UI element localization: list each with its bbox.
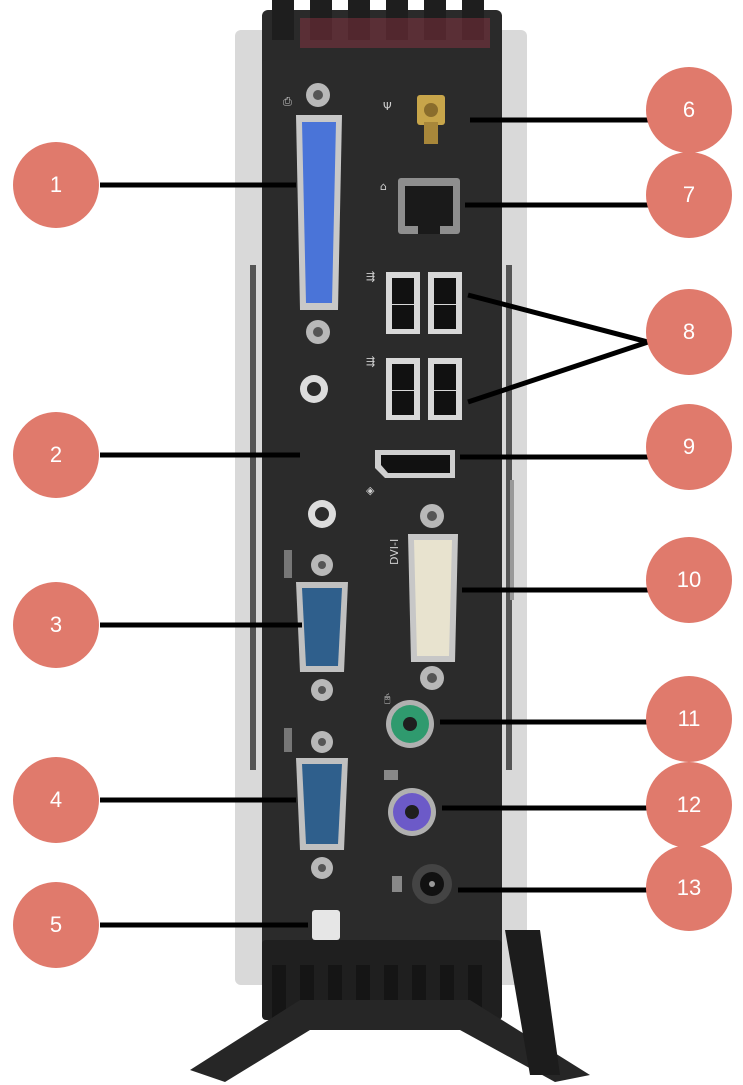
ps2-mouse-port (386, 700, 434, 748)
usb-ports (386, 272, 462, 420)
pointer-8b (467, 339, 649, 405)
top-heatsink-accent (300, 18, 490, 48)
serial-icon-2 (284, 728, 292, 752)
serial-port-2 (296, 554, 348, 701)
usb-icon: ⇶ (366, 270, 375, 283)
callout-1: 1 (13, 142, 99, 228)
mouse-icon: 🖰 (384, 692, 391, 705)
antenna-connector (417, 95, 445, 144)
dc-power-jack (412, 864, 452, 904)
dvi-label: DVI-I (388, 539, 401, 565)
displayport-icon: ◈ (366, 484, 375, 497)
usb-icon-2: ⇶ (366, 355, 375, 368)
callout-4: 4 (13, 757, 99, 843)
pointer-8a (467, 292, 649, 345)
printer-icon: ⎙ (283, 95, 292, 108)
callout-6: 6 (646, 67, 732, 153)
network-icon: ⌂ (380, 180, 387, 193)
callout-7: 7 (646, 152, 732, 238)
stand (190, 1000, 590, 1082)
knockout-area (300, 375, 336, 528)
antenna-icon: Ψ (383, 100, 392, 113)
callout-3: 3 (13, 582, 99, 668)
callout-9: 9 (646, 404, 732, 490)
serial-port-1 (296, 731, 348, 879)
callout-8: 8 (646, 289, 732, 375)
serial-icon (284, 550, 292, 578)
casing-slot-right-2 (510, 480, 514, 600)
parallel-port (296, 83, 342, 344)
displayport (375, 450, 455, 478)
callout-13: 13 (646, 845, 732, 931)
keyboard-icon (384, 770, 398, 780)
power-switch (312, 910, 340, 940)
casing-slot-right (506, 265, 512, 770)
callout-2: 2 (13, 412, 99, 498)
callout-11: 11 (646, 676, 732, 762)
callout-5: 5 (13, 882, 99, 968)
ethernet-port (398, 178, 460, 234)
callout-12: 12 (646, 762, 732, 848)
dvi-port (408, 504, 458, 690)
ps2-keyboard-port (388, 788, 436, 836)
power-icon (392, 876, 402, 892)
callout-10: 10 (646, 537, 732, 623)
stand-arm (505, 930, 560, 1075)
pointer-lines (100, 117, 649, 928)
casing-slot-left (250, 265, 256, 770)
